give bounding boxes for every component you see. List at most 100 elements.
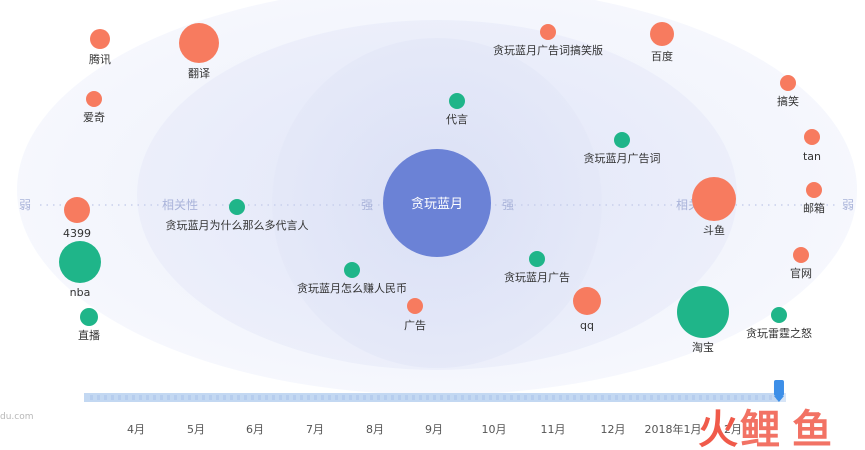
timeline-segment bbox=[475, 395, 478, 400]
timeline-segment bbox=[601, 395, 604, 400]
timeline-month-label[interactable]: 9月 bbox=[425, 423, 443, 436]
term-node[interactable]: 贪玩雷霆之怒 bbox=[746, 307, 812, 340]
term-node[interactable]: 贪玩蓝月怎么赚人民币 bbox=[297, 262, 407, 295]
term-node-label: 代言 bbox=[446, 113, 468, 126]
timeline-segment bbox=[433, 395, 436, 400]
timeline-segment bbox=[496, 395, 499, 400]
term-node-circle[interactable] bbox=[793, 247, 809, 263]
timeline-segment bbox=[727, 395, 730, 400]
term-node[interactable]: 代言 bbox=[446, 93, 468, 126]
term-node-circle[interactable] bbox=[86, 91, 102, 107]
timeline-segment bbox=[531, 395, 534, 400]
timeline-segment bbox=[573, 395, 576, 400]
term-node-circle[interactable] bbox=[806, 182, 822, 198]
term-node-circle[interactable] bbox=[614, 132, 630, 148]
term-node-label: 百度 bbox=[651, 49, 673, 63]
timeline-segment bbox=[195, 395, 198, 400]
timeline-segment bbox=[482, 395, 485, 400]
timeline-month-label[interactable]: 8月 bbox=[366, 423, 384, 436]
timeline-month-label[interactable]: 2018年1月 bbox=[645, 422, 702, 436]
timeline-handle-pointer[interactable] bbox=[773, 396, 784, 402]
timeline-segment bbox=[181, 395, 184, 400]
timeline-segment bbox=[713, 395, 716, 400]
timeline-month-label[interactable]: 2月 bbox=[724, 423, 742, 436]
axis-weak-right: 弱 bbox=[842, 198, 854, 212]
term-node-circle[interactable] bbox=[64, 197, 90, 223]
timeline-segment bbox=[370, 395, 373, 400]
term-node-circle[interactable] bbox=[407, 298, 423, 314]
term-node-circle[interactable] bbox=[59, 241, 101, 283]
timeline-segment bbox=[685, 395, 688, 400]
timeline-month-label[interactable]: 6月 bbox=[246, 423, 264, 436]
term-node-circle[interactable] bbox=[692, 177, 736, 221]
timeline-segment bbox=[748, 395, 751, 400]
term-node[interactable]: 贪玩蓝月广告词 bbox=[584, 132, 661, 165]
term-node[interactable]: 官网 bbox=[790, 247, 812, 280]
term-node[interactable]: 贪玩蓝月广告 bbox=[504, 251, 570, 284]
term-node-circle[interactable] bbox=[179, 23, 219, 63]
svg-text:鲤: 鲤 bbox=[740, 407, 780, 450]
term-node[interactable]: 百度 bbox=[650, 22, 674, 63]
term-node-circle[interactable] bbox=[804, 129, 820, 145]
timeline-segment bbox=[160, 395, 163, 400]
term-node-circle[interactable] bbox=[650, 22, 674, 46]
timeline-month-label[interactable]: 4月 bbox=[127, 423, 145, 436]
center-node-circle[interactable] bbox=[383, 149, 491, 257]
timeline-month-label[interactable]: 11月 bbox=[541, 423, 566, 436]
term-node-circle[interactable] bbox=[529, 251, 545, 267]
timeline-month-label[interactable]: 10月 bbox=[482, 423, 507, 436]
term-node[interactable]: 淘宝 bbox=[677, 286, 729, 354]
timeline-month-label[interactable]: 7月 bbox=[306, 423, 324, 436]
term-node[interactable]: 爱奇 bbox=[83, 91, 105, 124]
axis-strong-right: 强 bbox=[502, 198, 514, 212]
term-node-label: 贪玩雷霆之怒 bbox=[746, 326, 812, 340]
timeline-handle-bar[interactable] bbox=[773, 380, 784, 396]
term-node-label: 腾讯 bbox=[89, 52, 111, 66]
timeline-segment bbox=[216, 395, 219, 400]
term-node[interactable]: 腾讯 bbox=[89, 29, 111, 66]
term-node-circle[interactable] bbox=[573, 287, 601, 315]
timeline-segment bbox=[587, 395, 590, 400]
timeline-segment bbox=[699, 395, 702, 400]
term-node-circle[interactable] bbox=[80, 308, 98, 326]
term-node[interactable]: 贪玩蓝月广告词搞笑版 bbox=[493, 24, 603, 57]
timeline-month-label[interactable]: 12月 bbox=[601, 423, 626, 436]
center-node[interactable]: 贪玩蓝月 bbox=[383, 149, 491, 257]
term-node-label: 斗鱼 bbox=[703, 223, 725, 237]
term-node[interactable]: 广告 bbox=[404, 298, 426, 332]
term-node[interactable]: 翻译 bbox=[179, 23, 219, 80]
term-node[interactable]: 直播 bbox=[78, 308, 100, 342]
timeline-segment bbox=[265, 395, 268, 400]
timeline-segment bbox=[419, 395, 422, 400]
term-node-circle[interactable] bbox=[780, 75, 796, 91]
term-node-circle[interactable] bbox=[449, 93, 465, 109]
term-node-circle[interactable] bbox=[344, 262, 360, 278]
timeline-segment bbox=[734, 395, 737, 400]
term-node[interactable]: qq bbox=[573, 287, 601, 332]
term-node-label: 淘宝 bbox=[692, 340, 714, 354]
timeline-segment bbox=[237, 395, 240, 400]
timeline-segment bbox=[328, 395, 331, 400]
term-node-circle[interactable] bbox=[540, 24, 556, 40]
term-node[interactable]: nba bbox=[59, 241, 101, 299]
term-node-circle[interactable] bbox=[677, 286, 729, 338]
timeline-segment bbox=[622, 395, 625, 400]
term-node[interactable]: tan bbox=[803, 129, 821, 163]
timeline-segment bbox=[489, 395, 492, 400]
timeline-segment bbox=[202, 395, 205, 400]
term-node[interactable]: 邮箱 bbox=[803, 182, 825, 215]
timeline-segment bbox=[391, 395, 394, 400]
term-node[interactable]: 斗鱼 bbox=[692, 177, 736, 237]
term-node-circle[interactable] bbox=[771, 307, 787, 323]
term-node[interactable]: 4399 bbox=[63, 197, 91, 240]
term-node[interactable]: 贪玩蓝月为什么那么多代言人 bbox=[166, 199, 309, 232]
timeline-handle[interactable] bbox=[773, 380, 784, 402]
term-node-label: 4399 bbox=[63, 227, 91, 240]
term-node-circle[interactable] bbox=[229, 199, 245, 215]
term-node-label: 搞笑 bbox=[777, 94, 799, 108]
term-node[interactable]: 搞笑 bbox=[777, 75, 799, 108]
timeline-segment bbox=[209, 395, 212, 400]
timeline-segment bbox=[454, 395, 457, 400]
term-node-circle[interactable] bbox=[90, 29, 110, 49]
timeline-month-label[interactable]: 5月 bbox=[187, 423, 205, 436]
